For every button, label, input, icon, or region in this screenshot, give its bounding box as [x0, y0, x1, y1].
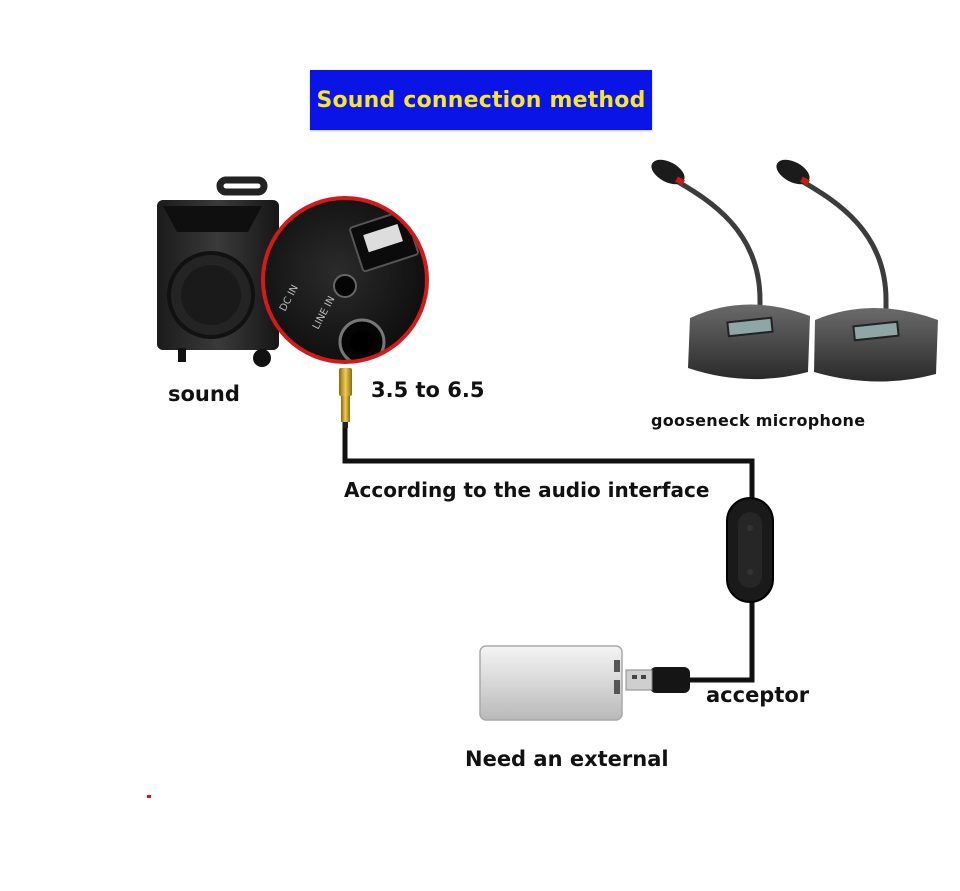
external-label: Need an external — [465, 747, 669, 771]
usb-plug-icon — [626, 667, 690, 693]
red-mark — [147, 795, 151, 798]
receiver-box-icon — [480, 646, 622, 720]
sound-label: sound — [168, 382, 240, 406]
rear-panel-zoom: DC IN LINE IN — [263, 198, 427, 364]
adapter-label: 3.5 to 6.5 — [371, 378, 485, 402]
interface-label: According to the audio interface — [344, 478, 709, 502]
gooseneck-microphone-icon — [647, 155, 810, 379]
usb-cable — [680, 600, 752, 680]
speaker-icon — [157, 180, 279, 367]
microphone-label: gooseneck microphone — [651, 411, 865, 430]
audio-interface-icon — [727, 498, 773, 602]
acceptor-label: acceptor — [706, 683, 809, 707]
gold-adapter-plug-icon — [339, 368, 352, 428]
